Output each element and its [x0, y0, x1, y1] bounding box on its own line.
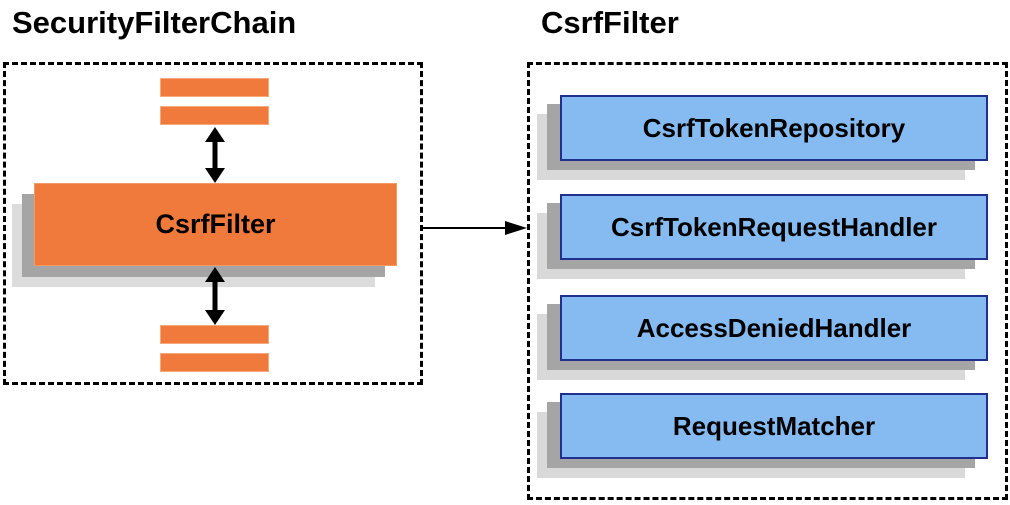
component-box-csrf-token-request-handler: CsrfTokenRequestHandler [560, 194, 988, 260]
csrf-filter-container [527, 62, 1008, 500]
filter-bar-top-1 [160, 78, 269, 97]
component-box-request-matcher: RequestMatcher [560, 393, 988, 459]
filter-bar-bottom-1 [160, 325, 269, 344]
bidirectional-arrow-icon-top [205, 127, 225, 183]
security-filter-chain-title: SecurityFilterChain [12, 5, 297, 40]
csrf-filter-box-label: CsrfFilter [155, 209, 276, 239]
component-label: CsrfTokenRepository [642, 112, 906, 143]
filter-bar-bottom-2 [160, 353, 269, 372]
component-label: RequestMatcher [672, 410, 876, 441]
bidirectional-arrow-icon-bottom [205, 267, 225, 325]
component-box-csrf-token-repository: CsrfTokenRepository [560, 95, 988, 161]
component-label: AccessDeniedHandler [636, 312, 912, 343]
csrf-filter-box: CsrfFilter [34, 183, 397, 266]
component-label: CsrfTokenRequestHandler [610, 211, 938, 242]
csrf-filter-title: CsrfFilter [541, 5, 679, 40]
filter-bar-top-2 [160, 106, 269, 125]
component-box-access-denied-handler: AccessDeniedHandler [560, 295, 988, 361]
security-filter-chain-container [3, 62, 423, 385]
flow-arrow-icon [423, 221, 527, 235]
